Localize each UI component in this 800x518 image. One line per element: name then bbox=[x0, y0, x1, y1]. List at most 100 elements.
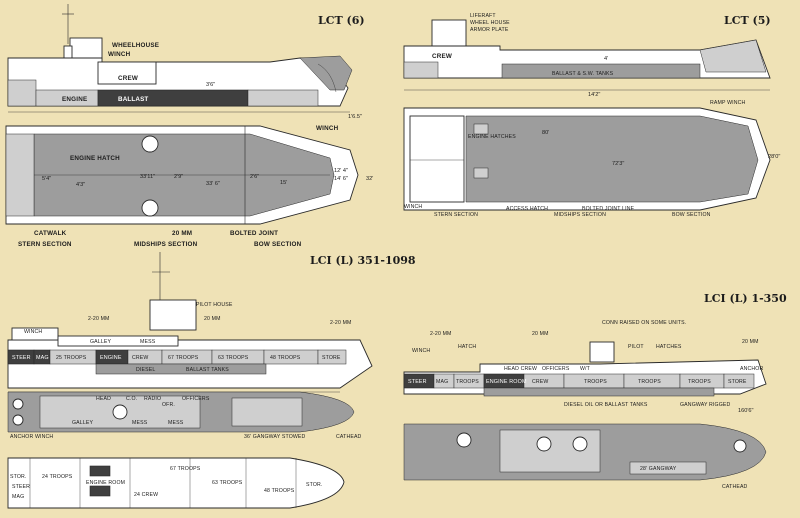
lct6-draft-dim: 1'6.5" bbox=[348, 114, 362, 120]
lci351-troops-63-label: 63 TROOPS bbox=[218, 355, 249, 361]
lci350-conn-note-label: CONN RAISED ON SOME UNITS. bbox=[602, 320, 686, 326]
lci350-head-crew-label: HEAD CREW bbox=[504, 366, 537, 372]
lci350-diagram: LCI (L) 1-350 2-20 MM 20 MM 20 MM CONN R… bbox=[403, 292, 787, 490]
lci350-diesel-label: DIESEL OIL OR BALLAST TANKS bbox=[564, 402, 648, 408]
lci351-pilot-house-label: PILOT HOUSE bbox=[196, 302, 233, 308]
lct5-bow-section-label: BOW SECTION bbox=[672, 212, 711, 218]
lct6-wheelhouse-label: WHEELHOUSE bbox=[112, 42, 159, 49]
lci351-crew-24-label: 24 CREW bbox=[134, 492, 158, 498]
lci351-tanks bbox=[95, 363, 267, 375]
lci350-troops-label: TROOPS bbox=[456, 379, 479, 385]
lci351-gun-mid-label: 20 MM bbox=[204, 316, 221, 322]
lci351-title: LCI (L) 351-1098 bbox=[310, 254, 416, 267]
lci351-troops-67-label: 67 TROOPS bbox=[168, 355, 199, 361]
lci350-troops-4-label: TROOPS bbox=[688, 379, 711, 385]
lci351-plan-troops-67-label: 67 TROOPS bbox=[170, 466, 201, 472]
lct5-dim-4: 28'0" bbox=[768, 154, 780, 160]
lct6-engine-label: ENGINE bbox=[62, 96, 87, 103]
lct5-title: LCT (5) bbox=[724, 14, 771, 27]
lci350-mag-label: MAG bbox=[436, 379, 448, 385]
lct6-profile: WHEELHOUSE WINCH CREW ENGINE BALLAST 3'6… bbox=[7, 4, 362, 120]
lct5-wheelhouse-label: WHEEL HOUSE bbox=[470, 20, 510, 26]
lci351-co-label: C.O. bbox=[126, 396, 137, 402]
lci351-head-label: HEAD bbox=[96, 396, 111, 402]
lct6-title: LCT (6) bbox=[318, 14, 365, 27]
lct5-ramp-winch-label: RAMP WINCH bbox=[710, 100, 746, 106]
lci351-plan-troops-48-label: 48 TROOPS bbox=[264, 488, 295, 494]
lci351-plan-stor-label: STOR. bbox=[306, 482, 323, 488]
lci351-troops-24-label: 24 TROOPS bbox=[42, 474, 73, 480]
lci350-gangway-label: 28' GANGWAY bbox=[640, 466, 677, 472]
lct6-midships-section-label: MIDSHIPS SECTION bbox=[134, 241, 198, 248]
lci351-gun-bow-label: 2-20 MM bbox=[330, 320, 352, 326]
lci351-anchor-winch-label: ANCHOR WINCH bbox=[10, 434, 53, 440]
lci351-lower-mag-label: MAG bbox=[12, 494, 24, 500]
lci351-plan-galley-label: GALLEY bbox=[72, 420, 93, 426]
lct5-dim-0: 4' bbox=[604, 56, 608, 62]
lci350-profile: 2-20 MM 20 MM 20 MM CONN RAISED ON SOME … bbox=[403, 320, 767, 414]
lci350-pilot-label: PILOT bbox=[628, 344, 644, 350]
lci350-wt-label: W/T bbox=[580, 366, 591, 372]
lct5-liferaft-label: LIFERAFT bbox=[470, 13, 496, 19]
lct5-ballast-label: BALLAST & S.W. TANKS bbox=[552, 71, 614, 77]
lci351-store-label: STORE bbox=[322, 355, 341, 361]
lci351-lower-plan: STOR. STEER MAG 24 TROOPS ENGINE ROOM 24… bbox=[7, 457, 345, 509]
lct5-winch-label: WINCH bbox=[404, 204, 422, 210]
lct6-plan-winch-label: WINCH bbox=[316, 125, 339, 132]
lct5-engine-hatches-label: ENGINE HATCHES bbox=[468, 134, 516, 140]
lci351-engine-label: ENGINE bbox=[100, 355, 122, 361]
lci350-gun-bow-label: 20 MM bbox=[742, 339, 759, 345]
lct6-dim-2: 33'11" bbox=[140, 174, 155, 180]
lci350-draft-dim: 160'6" bbox=[738, 408, 754, 414]
lct5-dim-3: 72'3" bbox=[612, 161, 624, 167]
lci350-officers-label: OFFICERS bbox=[542, 366, 570, 372]
lct5-wheelhouse bbox=[431, 19, 467, 47]
lct6-depth-dim: 3'6" bbox=[206, 82, 215, 88]
lct6-crew-label: CREW bbox=[118, 75, 138, 82]
lci351-plan-mess-label: MESS bbox=[132, 420, 148, 426]
lct6-gun-label: 20 MM bbox=[172, 230, 192, 237]
lci351-mess-label: MESS bbox=[140, 339, 156, 345]
lct6-diagram: LCT (6) WHEELHOUSE WINCH CREW ENGINE BAL… bbox=[5, 4, 373, 248]
lci351-steer-label: STEER bbox=[12, 355, 31, 361]
lct6-dim-4: 33' 6" bbox=[206, 181, 220, 187]
lci351-plan-mess2-label: MESS bbox=[168, 420, 184, 426]
lci350-winch-label: WINCH bbox=[412, 348, 430, 354]
lci350-cathead-label: CATHEAD bbox=[722, 484, 748, 490]
lci350-crew-label: CREW bbox=[532, 379, 548, 385]
lci351-mag-label: MAG bbox=[36, 355, 49, 361]
lci350-tanks bbox=[483, 387, 715, 397]
lci350-deck-plan: 28' GANGWAY CATHEAD bbox=[403, 423, 767, 490]
lci351-ballast-label: BALLAST TANKS bbox=[186, 367, 229, 373]
lct6-dim-0: 5'4" bbox=[42, 176, 51, 182]
lct6-bolted-joint-label: BOLTED JOINT bbox=[230, 230, 278, 237]
lci351-engine-room-label: ENGINE ROOM bbox=[86, 480, 125, 486]
lci350-gun-stern-label: 2-20 MM bbox=[430, 331, 452, 337]
lci351-deck-plan: HEAD C.O. RADIO OFR. OFFICERS GALLEY MES… bbox=[7, 391, 362, 440]
lci351-troops-48-label: 48 TROOPS bbox=[270, 355, 301, 361]
lct6-dim-3: 2'9" bbox=[174, 174, 183, 180]
lct5-crew-label: CREW bbox=[432, 53, 452, 60]
lct6-dim-9: 32' bbox=[366, 176, 373, 182]
lct5-ballast-tanks bbox=[501, 63, 701, 79]
lct6-stern-section-label: STERN SECTION bbox=[18, 241, 72, 248]
lct6-dim-6: 15' bbox=[280, 180, 287, 186]
lci350-conning-tower bbox=[589, 341, 615, 363]
lci351-stor-label: STOR. bbox=[10, 474, 27, 480]
lci350-troops-3-label: TROOPS bbox=[638, 379, 661, 385]
lct5-profile: LIFERAFT WHEEL HOUSE ARMOR PLATE CREW BA… bbox=[403, 13, 771, 98]
lci350-steer-label: STEER bbox=[408, 379, 427, 385]
lci351-gangway-stowed-label: 36' GANGWAY STOWED bbox=[244, 434, 306, 440]
lct5-dim-2: 80' bbox=[542, 130, 549, 136]
lci351-cathead-label: CATHEAD bbox=[336, 434, 362, 440]
lci350-anchor-label: ANCHOR bbox=[740, 366, 763, 372]
lct5-dim-1: 14'2" bbox=[588, 92, 600, 98]
lct6-wheelhouse bbox=[69, 37, 103, 61]
lci351-diesel-label: DIESEL bbox=[136, 367, 155, 373]
lci351-pilot-house bbox=[149, 299, 197, 331]
lci351-winch-label: WINCH bbox=[24, 329, 42, 335]
lct5-bolted-joint-label: BOLTED JOINT LINE bbox=[582, 206, 635, 212]
lci351-officers-label: OFFICERS bbox=[182, 396, 210, 402]
